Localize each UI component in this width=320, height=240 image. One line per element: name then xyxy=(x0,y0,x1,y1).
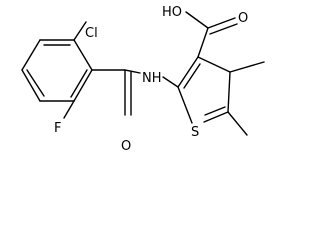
bond-th-2 xyxy=(197,56,231,73)
bond-ring-a5-inner xyxy=(26,69,45,97)
bond-carbonyl-n xyxy=(124,69,141,74)
bond-ring-a2 xyxy=(73,39,93,71)
bond-methyl-2 xyxy=(227,111,248,136)
atom-o-acid: O xyxy=(238,11,248,26)
bond-th-4-inner xyxy=(204,106,226,116)
bond-th-4 xyxy=(203,111,229,123)
atom-nh: NH xyxy=(142,71,162,86)
bond-n-thiophene xyxy=(162,76,179,88)
atom-f: F xyxy=(54,121,61,136)
bond-c-cl xyxy=(73,21,87,41)
atom-cl: Cl xyxy=(85,26,98,41)
bond-th-1-inner xyxy=(183,63,201,89)
benzene-ring xyxy=(21,39,93,102)
bond-ring-cooh xyxy=(197,27,209,58)
bond-c-oh xyxy=(185,11,209,29)
bond-ring-a6 xyxy=(21,39,41,71)
bond-th-5 xyxy=(177,86,193,124)
molecule-structure: Cl F O NH S O HO xyxy=(21,5,265,154)
bond-methyl-1 xyxy=(229,61,265,73)
thiophene-ring xyxy=(177,56,231,124)
bond-th-1 xyxy=(177,56,199,88)
atom-s: S xyxy=(191,125,199,140)
atom-o-amide: O xyxy=(121,139,131,154)
bond-c-o-acid xyxy=(207,17,236,29)
bond-ring-a5 xyxy=(21,69,41,102)
bond-ring-a3-inner xyxy=(70,69,88,98)
atom-oh: HO xyxy=(162,5,182,20)
bond-c-f xyxy=(63,100,75,119)
bond-ring-a3 xyxy=(73,69,93,102)
bond-c-o-acid-double xyxy=(209,23,238,35)
bond-th-3 xyxy=(227,71,231,113)
